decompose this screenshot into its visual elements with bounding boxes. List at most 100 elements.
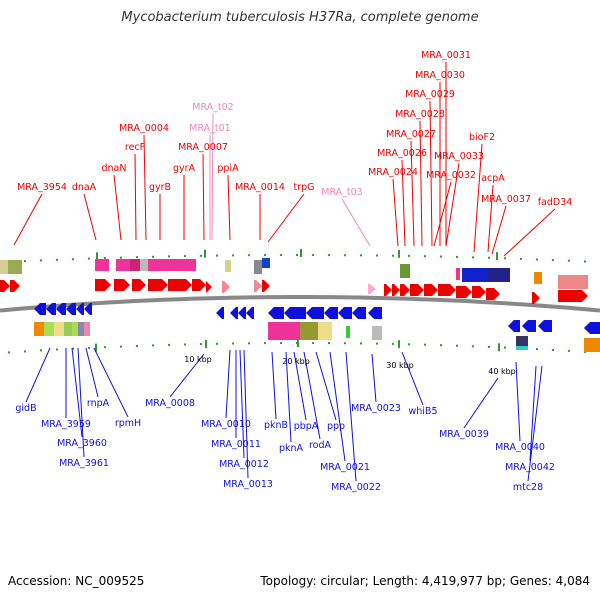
label-leader — [433, 181, 452, 247]
tick-dot — [584, 260, 586, 263]
tick-dot — [440, 344, 442, 347]
gene-label: ppp — [327, 421, 345, 432]
tick-dot — [216, 254, 218, 257]
gene-arrow — [584, 322, 600, 334]
label-leader — [239, 349, 245, 459]
label-leader — [315, 351, 337, 421]
label-leader — [85, 347, 99, 398]
tick-dot — [504, 257, 506, 260]
major-tick — [496, 252, 498, 261]
gene-arrow — [132, 279, 146, 291]
tick-dot — [392, 254, 394, 257]
tick-dot — [344, 254, 346, 257]
tick-dot — [408, 254, 410, 257]
gene-label: bioF2 — [469, 132, 495, 143]
genome-summary-text: Topology: circular; Length: 4,419,977 bp… — [260, 574, 590, 588]
gene-label: pbpA — [294, 421, 319, 432]
gene-arrow — [338, 307, 352, 319]
feature-block — [84, 322, 90, 336]
tick-dot — [376, 254, 378, 257]
accession-text: Accession: NC_009525 — [8, 574, 145, 588]
label-leader — [202, 153, 205, 241]
major-tick — [205, 340, 207, 348]
label-leader — [515, 361, 521, 442]
major-tick — [498, 343, 500, 352]
gene-arrow — [522, 320, 536, 332]
tick-dot — [264, 342, 266, 345]
tick-dot — [200, 254, 202, 257]
gene-arrow — [538, 320, 552, 332]
gene-label: MRA_0030 — [415, 70, 465, 81]
backbone-line — [0, 295, 600, 313]
tick-dot — [40, 259, 42, 262]
gene-label: MRA_3954 — [17, 182, 67, 193]
gene-label: rpmH — [115, 418, 141, 429]
tick-dot — [136, 345, 138, 347]
label-leader — [285, 351, 292, 443]
tick-dot — [232, 254, 234, 257]
major-tick — [398, 249, 400, 258]
label-leader — [419, 120, 423, 247]
feature-block — [64, 322, 72, 336]
gene-arrow — [438, 284, 456, 296]
feature-block — [254, 260, 262, 274]
gene-arrow — [230, 307, 238, 319]
tick-dot — [296, 254, 298, 256]
label-leader — [13, 193, 43, 246]
gene-label: MRA_0042 — [505, 462, 555, 473]
gene-label: trpG — [293, 182, 314, 193]
tick-dot — [392, 342, 394, 345]
tick-dot — [440, 255, 442, 258]
tick-dot — [536, 348, 538, 351]
label-leader — [503, 208, 556, 257]
scale-label: 20 kbp — [282, 357, 310, 366]
label-leader — [71, 347, 83, 438]
gene-arrow — [352, 307, 366, 319]
label-leader — [329, 351, 346, 462]
gene-arrow — [472, 286, 486, 298]
label-leader — [113, 174, 122, 241]
gene-arrow — [84, 303, 92, 315]
feature-block — [34, 322, 44, 336]
label-leader — [267, 193, 305, 243]
tick-dot — [72, 258, 74, 261]
gene-label: fadD34 — [538, 197, 573, 208]
tick-dot — [312, 342, 314, 344]
tick-dot — [24, 260, 26, 263]
tick-dot — [328, 254, 330, 257]
tick-dot — [248, 254, 250, 257]
feature-block — [558, 275, 588, 289]
feature-block — [456, 268, 460, 280]
tick-dot — [104, 257, 106, 260]
label-leader — [410, 140, 415, 247]
tick-dot — [120, 345, 122, 348]
tick-dot — [88, 257, 90, 260]
gene-label: MRA_0039 — [439, 429, 489, 440]
feature-block — [262, 258, 270, 268]
gene-arrow — [392, 284, 400, 296]
feature-block — [130, 259, 140, 271]
feature-block — [44, 322, 54, 336]
tick-dot — [552, 349, 554, 351]
tick-dot — [152, 344, 154, 347]
gene-arrow — [66, 303, 76, 315]
gene-arrow — [0, 280, 10, 292]
gene-arrow — [368, 307, 382, 319]
tick-dot — [536, 258, 538, 261]
gene-arrow — [456, 286, 472, 298]
tick-dot — [88, 346, 90, 349]
gene-label: MRA_t02 — [192, 102, 233, 113]
gene-label: dnaN — [102, 163, 127, 174]
gene-label: MRA_0023 — [351, 403, 401, 414]
gene-label: MRA_0013 — [223, 479, 273, 490]
tick-dot — [184, 255, 186, 258]
tick-dot — [456, 255, 458, 258]
map-title: Mycobacterium tuberculosis H37Ra, comple… — [121, 10, 479, 25]
major-tick — [297, 339, 299, 347]
label-leader — [445, 162, 460, 247]
tick-dot — [552, 259, 554, 262]
gene-label: MRA_0022 — [331, 482, 381, 493]
tick-dot — [168, 343, 170, 346]
tick-dot — [360, 254, 362, 257]
feature-block — [78, 322, 84, 336]
